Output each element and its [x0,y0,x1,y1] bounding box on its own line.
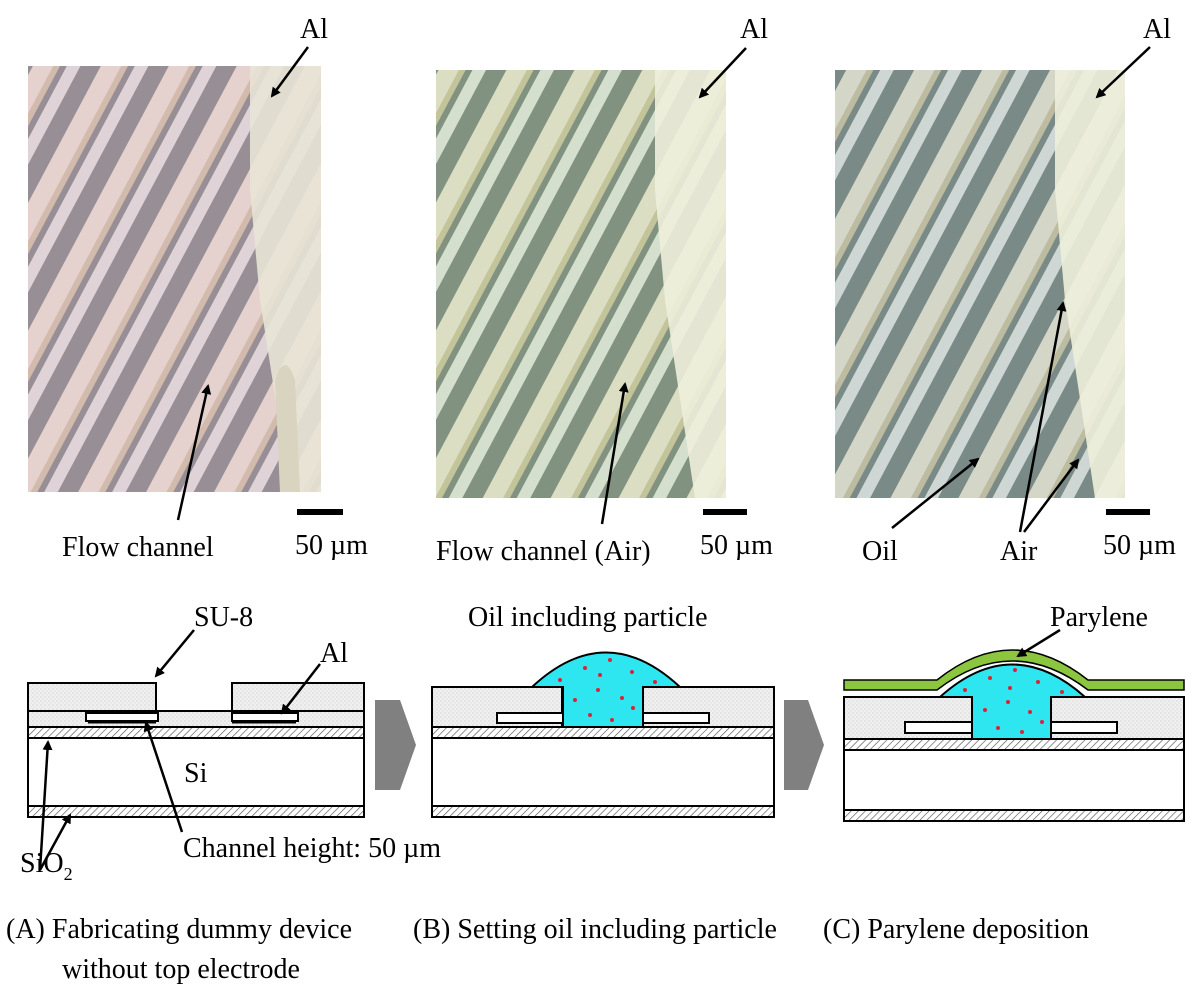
diagram-c-parylene-label: Parylene [1050,602,1148,633]
diagram-b-sio2-bottom [431,805,775,818]
caption-c: (C) Parylene deposition [823,914,1089,945]
diagram-a-sio2-bottom [27,805,365,818]
photo-c-oil-arrow [891,457,980,529]
photo-b-scale-label: 50 µm [700,530,773,561]
diagram-a-su8-left [27,682,157,712]
diagram-a-al-label: Al [320,638,348,669]
caption-a-line2: without top electrode [62,954,300,985]
photo-a-channel-label: Flow channel [62,532,214,563]
diagram-c-electrode-right [1050,721,1118,734]
diagram-c-parylene-arrow [1016,628,1061,658]
diagram-a [27,682,365,818]
diagram-b-particles [558,658,657,722]
photo-b-scale-bar [703,509,747,515]
photo-b [436,70,726,498]
diagram-c-si [843,749,1185,811]
diagram-a-sio2-arrow-bottom [38,813,72,871]
diagram-a-electrode-left [85,712,159,722]
photo-c-scale-bar [1106,509,1150,515]
photo-b-al-label: Al [740,14,768,45]
photo-a-al-label: Al [300,14,328,45]
photo-a-channel-arrow [176,384,212,521]
diagram-b-si [431,737,775,807]
diagram-a-al-arrow [280,663,321,715]
photo-c-al-label: Al [1143,14,1171,45]
caption-b: (B) Setting oil including particle [413,914,777,945]
diagram-b-electrode-right [642,712,710,724]
diagram-a-su8-arrow [154,629,195,678]
diagram-b-sio2-top [431,726,775,739]
diagram-a-sio2-arrow-top [38,740,53,871]
diagram-c-parylene-layer [843,649,1185,691]
diagram-a-electrode-right [231,712,299,722]
diagram-b [431,651,775,818]
photo-c-air-arrow-2 [1023,458,1080,533]
diagram-a-sio2-top [27,726,365,739]
photo-b-channel-label: Flow channel (Air) [436,536,651,567]
photo-a-scale-label: 50 µm [295,530,368,561]
photo-a-al-arrow [270,46,310,98]
photo-c-air-arrow-1 [1018,301,1067,533]
diagram-b-oil-label: Oil including particle [468,602,708,633]
diagram-c-electrode-left [904,721,973,734]
diagram-a-height-label: Channel height: 50 µm [183,833,441,864]
diagram-a-height-arrow [143,721,184,833]
photo-a-scale-bar [297,509,343,515]
diagram-c-sio2-top [843,738,1185,751]
process-arrow-2 [784,700,824,790]
diagram-b-electrode-left [496,712,564,724]
diagram-c-sio2-bottom [843,809,1185,822]
photo-b-channel-arrow [600,382,629,525]
diagram-c-particles [963,668,1064,734]
photo-c-scale-label: 50 µm [1103,530,1176,561]
diagram-a-su8-base [27,710,365,728]
diagram-a-si-label: Si [184,758,208,789]
diagram-a-su8-right [231,682,365,712]
photo-c-air-label: Air [1000,536,1038,567]
caption-a-line1: (A) Fabricating dummy device [6,914,352,945]
photo-b-al-arrow [698,47,747,99]
process-arrow-1 [375,700,416,790]
photo-c-oil-label: Oil [862,536,898,567]
photo-c-al-arrow [1095,46,1151,99]
diagram-a-su8-label: SU-8 [194,602,253,633]
photo-c [835,70,1125,498]
diagram-c [843,649,1185,822]
diagram-a-sio2-label: SiO2 [20,848,73,884]
photo-a [28,66,321,492]
